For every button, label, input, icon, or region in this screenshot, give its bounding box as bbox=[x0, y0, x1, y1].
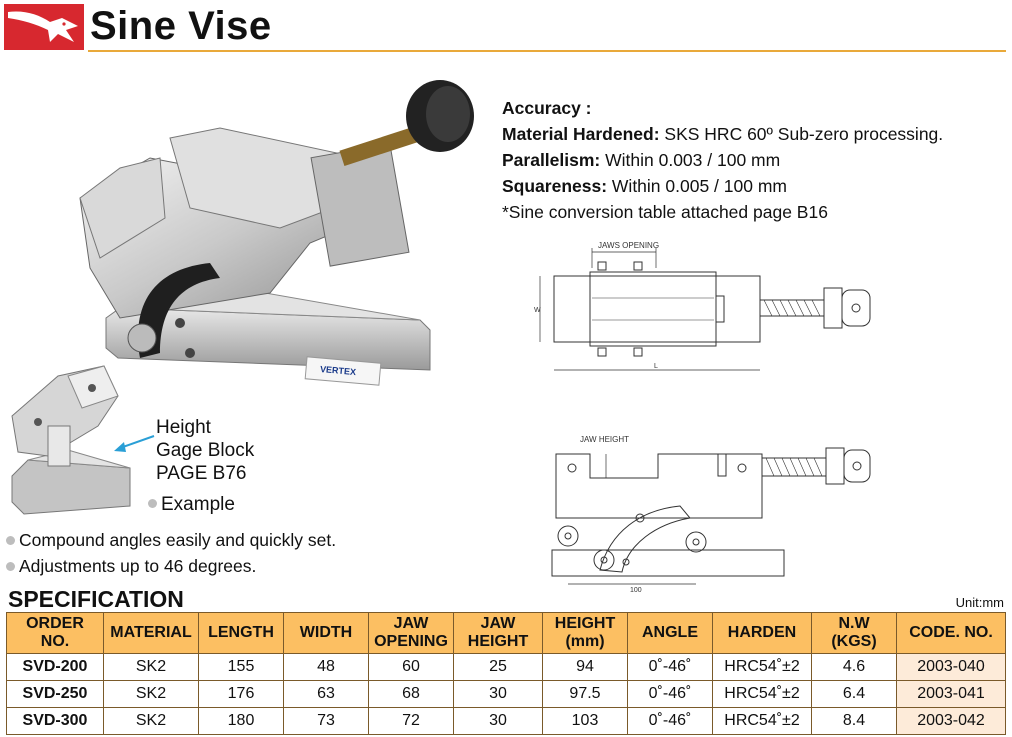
weight-cell: 8.4 bbox=[811, 707, 897, 735]
height-cell: 94 bbox=[542, 653, 628, 681]
material-cell: SK2 bbox=[103, 653, 199, 681]
parallelism-label: Parallelism: bbox=[502, 150, 601, 170]
sine-vise-photo: VERTEX bbox=[79, 80, 474, 386]
callout-arrow-icon bbox=[114, 435, 155, 452]
callout-line-3: PAGE B76 bbox=[156, 463, 247, 484]
bullet-icon bbox=[6, 535, 15, 545]
code-no-cell: 2003-041 bbox=[896, 680, 1006, 708]
brand-label: VERTEX bbox=[320, 364, 357, 377]
col-header: ANGLE bbox=[627, 612, 713, 654]
accuracy-specs: Accuracy : Material Hardened: SKS HRC 60… bbox=[502, 95, 943, 225]
parallelism-value: Within 0.003 / 100 mm bbox=[600, 150, 781, 170]
table-row: SVD-300 SK2 180 73 72 30 103 0˚-46˚ HRC5… bbox=[6, 707, 1006, 735]
table-row: SVD-200 SK2 155 48 60 25 94 0˚-46˚ HRC54… bbox=[6, 653, 1006, 681]
length-cell: 176 bbox=[198, 680, 284, 708]
bullet-icon bbox=[148, 499, 157, 509]
weight-cell: 4.6 bbox=[811, 653, 897, 681]
col-header: WIDTH bbox=[283, 612, 369, 654]
length-cell: 155 bbox=[198, 653, 284, 681]
feature-text: Compound angles easily and quickly set. bbox=[19, 530, 337, 550]
harden-cell: HRC54˚±2 bbox=[712, 653, 812, 681]
height-gage-callout: Height Gage Block PAGE B76 bbox=[156, 416, 254, 485]
code-no-cell: 2003-042 bbox=[896, 707, 1006, 735]
jaw-height-label: JAW HEIGHT bbox=[580, 435, 629, 444]
harden-cell: HRC54˚±2 bbox=[712, 680, 812, 708]
jaw-opening-cell: 68 bbox=[368, 680, 454, 708]
jaw-opening-cell: 72 bbox=[368, 707, 454, 735]
order-no-cell: SVD-250 bbox=[6, 680, 104, 708]
length-cell: 180 bbox=[198, 707, 284, 735]
angle-cell: 0˚-46˚ bbox=[627, 707, 713, 735]
dim-100-label: 100 bbox=[630, 587, 642, 594]
order-no-cell: SVD-300 bbox=[6, 707, 104, 735]
dim-l-label: L bbox=[654, 363, 658, 370]
jaw-opening-cell: 60 bbox=[368, 653, 454, 681]
spec-title: SPECIFICATION bbox=[8, 586, 184, 612]
red-eagle-logo bbox=[4, 4, 84, 50]
example-caption: Example bbox=[148, 494, 235, 516]
height-cell: 103 bbox=[542, 707, 628, 735]
jaws-opening-label: JAWS OPENING bbox=[598, 241, 659, 250]
squareness-label: Squareness: bbox=[502, 176, 608, 196]
example-label: Example bbox=[161, 494, 235, 515]
callout-line-2: Gage Block bbox=[156, 440, 255, 461]
col-header: CODE. NO. bbox=[896, 612, 1006, 654]
feature-item: Compound angles easily and quickly set. bbox=[6, 530, 336, 551]
material-cell: SK2 bbox=[103, 707, 199, 735]
height-cell: 97.5 bbox=[542, 680, 628, 708]
feature-item: Adjustments up to 46 degrees. bbox=[6, 556, 256, 577]
jaw-height-cell: 25 bbox=[453, 653, 543, 681]
sine-table-note: *Sine conversion table attached page B16 bbox=[502, 202, 828, 222]
col-header: HEIGHT(mm) bbox=[542, 612, 628, 654]
height-gage-example-photo bbox=[11, 365, 131, 515]
width-cell: 48 bbox=[283, 653, 369, 681]
width-cell: 63 bbox=[283, 680, 369, 708]
jaw-height-cell: 30 bbox=[453, 707, 543, 735]
col-header: MATERIAL bbox=[103, 612, 199, 654]
material-value: SKS HRC 60º Sub-zero processing. bbox=[659, 124, 944, 144]
code-no-cell: 2003-040 bbox=[896, 653, 1006, 681]
table-row: SVD-250 SK2 176 63 68 30 97.5 0˚-46˚ HRC… bbox=[6, 680, 1006, 708]
dim-w-label: W bbox=[534, 307, 541, 314]
squareness-value: Within 0.005 / 100 mm bbox=[607, 176, 787, 196]
angle-cell: 0˚-46˚ bbox=[627, 653, 713, 681]
order-no-cell: SVD-200 bbox=[6, 653, 104, 681]
title-rule bbox=[88, 50, 1006, 52]
top-view-drawing: JAWS OPENING W L bbox=[534, 241, 871, 371]
accuracy-label: Accuracy : bbox=[502, 98, 592, 118]
callout-line-1: Height bbox=[156, 417, 211, 438]
col-header: LENGTH bbox=[198, 612, 284, 654]
weight-cell: 6.4 bbox=[811, 680, 897, 708]
angle-cell: 0˚-46˚ bbox=[627, 680, 713, 708]
side-view-drawing: JAW HEIGHT 100 bbox=[551, 435, 871, 594]
feature-text: Adjustments up to 46 degrees. bbox=[19, 556, 257, 576]
col-header: N.W(KGS) bbox=[811, 612, 897, 654]
bullet-icon bbox=[6, 561, 15, 571]
material-label: Material Hardened: bbox=[502, 124, 660, 144]
jaw-height-cell: 30 bbox=[453, 680, 543, 708]
col-header: HARDEN bbox=[712, 612, 812, 654]
width-cell: 73 bbox=[283, 707, 369, 735]
page-title: Sine Vise bbox=[90, 4, 272, 48]
unit-label: Unit:mm bbox=[955, 595, 1004, 610]
harden-cell: HRC54˚±2 bbox=[712, 707, 812, 735]
material-cell: SK2 bbox=[103, 680, 199, 708]
